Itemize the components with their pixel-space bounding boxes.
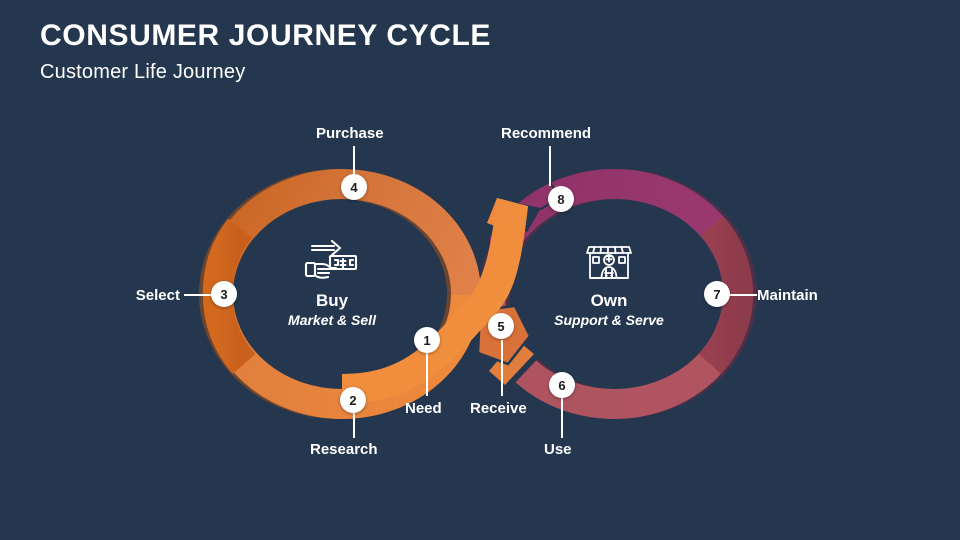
step-label-maintain: Maintain (757, 287, 818, 304)
hand-cash-icon (222, 238, 442, 284)
storefront-clerk-icon (499, 238, 719, 284)
step-label-research: Research (310, 441, 378, 458)
step-badge-2[interactable]: 2 (340, 387, 366, 413)
lobe-own: Own Support & Serve (499, 238, 719, 330)
lobe-buy: Buy Market & Sell (222, 238, 442, 330)
lobe-own-title: Own (590, 291, 628, 310)
leader-line-recommend (549, 146, 551, 186)
step-badge-7[interactable]: 7 (704, 281, 730, 307)
leader-line-need (426, 352, 428, 396)
step-badge-6[interactable]: 6 (549, 372, 575, 398)
leader-line-research (353, 412, 355, 438)
step-label-receive: Receive (470, 400, 527, 417)
step-label-select: Select (135, 287, 180, 304)
step-badge-3[interactable]: 3 (211, 281, 237, 307)
lobe-own-subtitle: Support & Serve (554, 312, 664, 329)
lobe-buy-subtitle: Market & Sell (288, 312, 376, 329)
leader-line-receive (501, 340, 503, 396)
leader-line-use (561, 396, 563, 438)
lobe-buy-title: Buy (315, 291, 349, 310)
step-label-need: Need (405, 400, 442, 417)
step-label-recommend: Recommend (501, 125, 592, 142)
step-badge-1[interactable]: 1 (414, 327, 440, 353)
step-badge-8[interactable]: 8 (548, 186, 574, 212)
page-title: CONSUMER JOURNEY CYCLE (40, 19, 492, 52)
leader-line-maintain (729, 294, 757, 296)
step-label-purchase: Purchase (316, 125, 384, 142)
step-badge-4[interactable]: 4 (341, 174, 367, 200)
leader-line-purchase (353, 146, 355, 178)
leader-line-select (184, 294, 214, 296)
page-subtitle: Customer Life Journey (40, 61, 246, 83)
step-badge-5[interactable]: 5 (488, 313, 514, 339)
step-label-use: Use (544, 441, 572, 458)
